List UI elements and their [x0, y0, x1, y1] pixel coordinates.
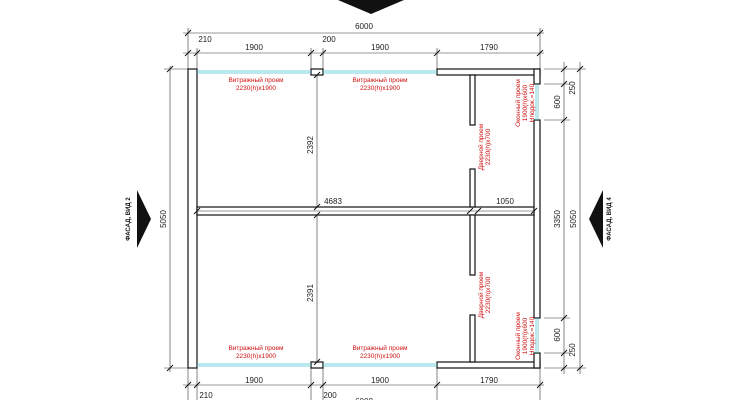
bottom-dim-2: 1900: [245, 376, 263, 385]
glazing: [197, 70, 539, 367]
bottom-dim-3: 200: [323, 391, 337, 400]
door-label-bottom: Дверной проем: [477, 271, 485, 318]
facade-marker-left: ФАСАД, ВИД 2: [126, 190, 151, 248]
small-room-width-dim: 1050: [496, 197, 514, 206]
top-dim-3: 200: [322, 35, 336, 44]
glazed-label-bottom-right: Витражный проем: [352, 344, 408, 352]
facade-arrow-right-icon: [589, 190, 603, 248]
top-dim-1: 210: [198, 35, 212, 44]
door-size-top: 2230(h)x700: [485, 128, 492, 165]
top-dim-5: 1790: [480, 43, 498, 52]
right-dim-2: 600: [553, 95, 562, 109]
window-label-bottom: Оконный проем: [514, 312, 522, 360]
interior-dimensions: 2392 2391 4683 1050: [193, 71, 538, 366]
right-dim-5: 250: [568, 343, 577, 357]
bottom-dim-5: 1790: [480, 376, 498, 385]
top-dimensions: 6000 210 1900 200 1900 1790: [183, 22, 544, 72]
facade-marker-right: ФАСАД, ВИД 4: [589, 190, 613, 248]
facade-arrow-top: [338, 0, 404, 14]
window-size-top: 1900(h)x600: [522, 84, 529, 121]
door-label-top: Дверной проем: [477, 123, 485, 170]
glazed-label-bottom-left: Витражный проем: [228, 344, 284, 352]
door-size-bottom: 2230(h)x700: [485, 276, 492, 313]
hall-width-dim: 4683: [324, 197, 342, 206]
bottom-dim-4: 1900: [371, 376, 389, 385]
facade-left-label: ФАСАД, ВИД 2: [126, 197, 132, 241]
window-label-top: Оконный проем: [514, 79, 522, 127]
top-dim-4: 1900: [371, 43, 389, 52]
facade-right-label: ФАСАД, ВИД 4: [607, 197, 613, 241]
glazed-size-bottom-right: 2230(h)x1900: [360, 353, 400, 360]
right-dim-1: 250: [568, 81, 577, 95]
sill-height-bottom: Нподок.=140: [529, 316, 536, 355]
left-dimensions: 5050: [159, 65, 190, 372]
bottom-dim-1: 210: [199, 391, 213, 400]
glazed-size-top-right: 2230(h)x1900: [360, 85, 400, 92]
glazed-size-top-left: 2230(h)x1900: [236, 85, 276, 92]
walls: [187, 68, 541, 369]
room-bottom-height-dim: 2391: [306, 284, 315, 302]
opening-labels: Витражный проем 2230(h)x1900 Витражный п…: [228, 76, 536, 360]
top-dim-2: 1900: [245, 43, 263, 52]
facade-arrow-left-icon: [137, 190, 151, 248]
bottom-total-dim: 6000: [355, 397, 373, 400]
glazed-label-top-right: Витражный проем: [352, 76, 408, 84]
bottom-dimensions: 1900 1900 1790 210 200 6000: [183, 365, 544, 400]
right-dim-3: 3350: [553, 210, 562, 228]
right-dimensions: 250 600 3350 600 250 5050: [544, 62, 586, 374]
top-total-dim: 6000: [355, 22, 373, 31]
right-total-dim: 5050: [569, 210, 578, 228]
glazed-size-bottom-left: 2230(h)x1900: [236, 353, 276, 360]
window-size-bottom: 1900(h)x600: [522, 317, 529, 354]
sill-height-top: Нподок.=140: [529, 83, 536, 122]
left-total-dim: 5050: [159, 210, 168, 228]
right-dim-4: 600: [553, 328, 562, 342]
glazed-label-top-left: Витражный проем: [228, 76, 284, 84]
room-top-height-dim: 2392: [306, 136, 315, 154]
